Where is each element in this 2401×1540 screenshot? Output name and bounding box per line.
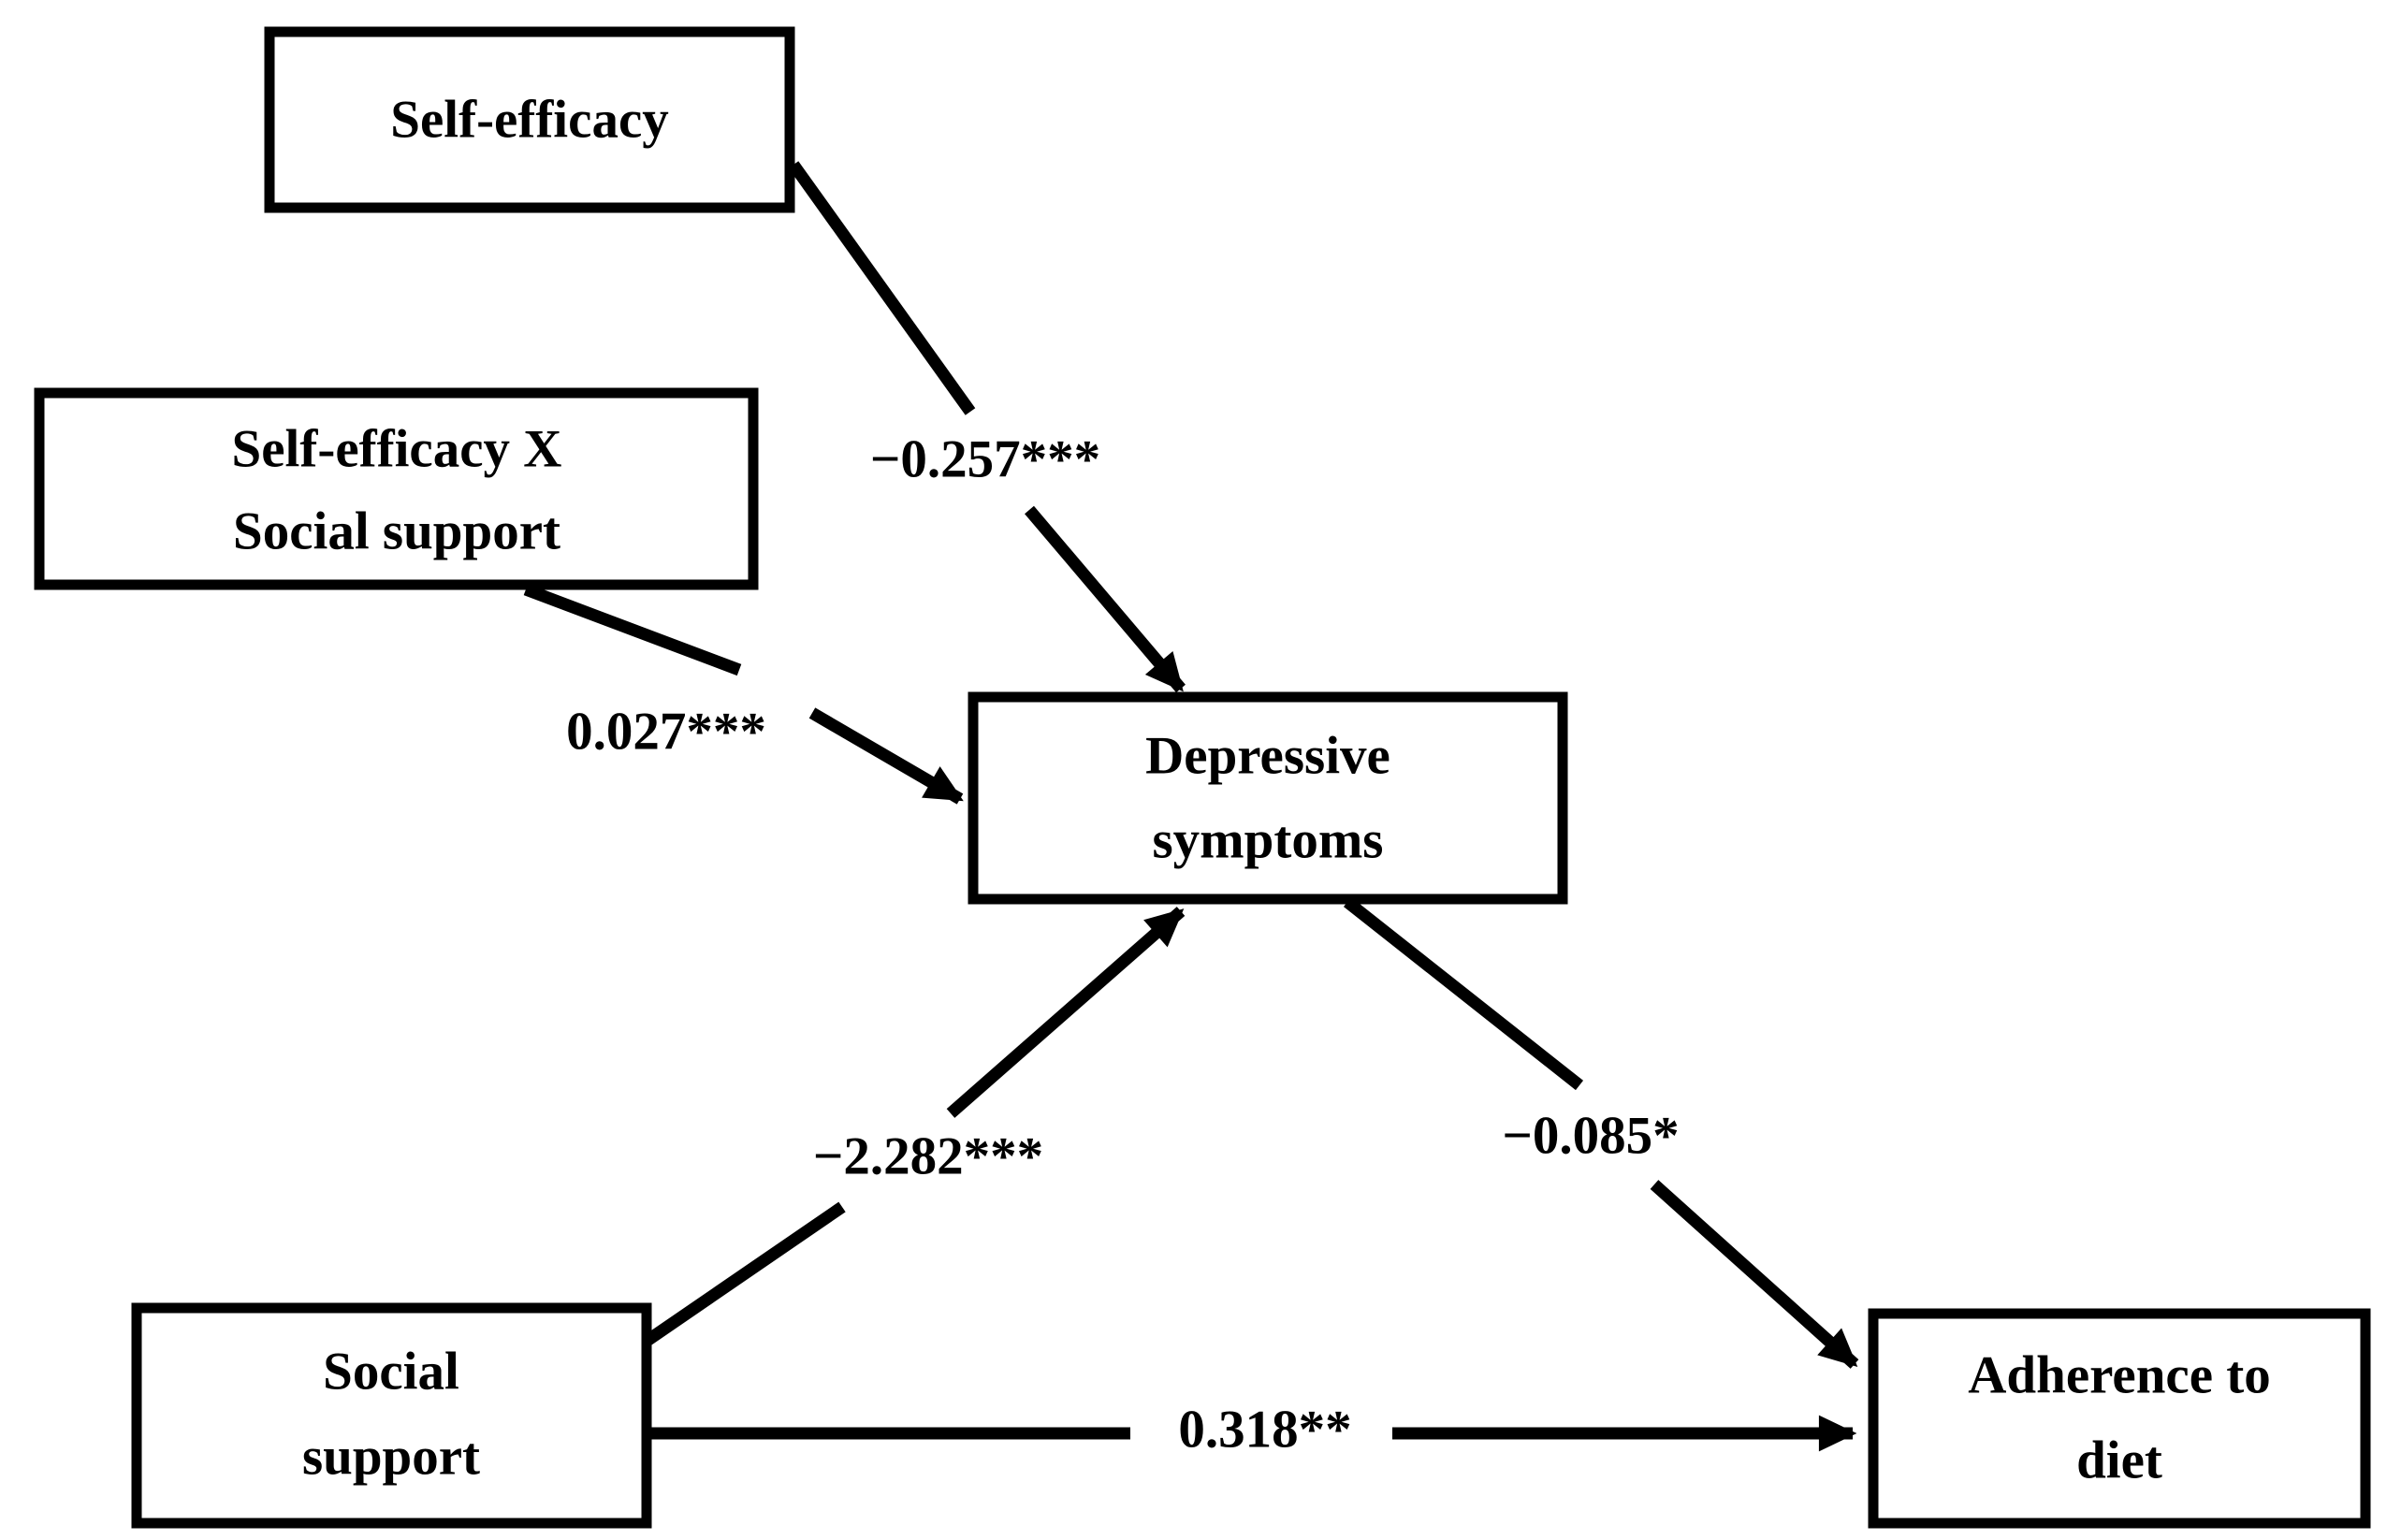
node-box-adherence-to-diet <box>1868 1308 2371 1529</box>
edge-coefficient-depressive-to-adherence: −0.085* <box>1502 1107 1679 1166</box>
arrow-interaction-to-depressive-seg1 <box>523 583 742 676</box>
node-label-adherence-to-diet-line2: diet <box>2076 1431 2162 1490</box>
edge-coefficient-social-support-to-adherence: 0.318** <box>1178 1401 1351 1460</box>
node-label-depressive-symptoms-line1: Depressive <box>1145 727 1390 786</box>
arrow-self-efficacy-to-depressive-seg1 <box>788 161 976 415</box>
node-box-depressive-symptoms <box>968 691 1568 905</box>
node-label-self-efficacy: Self-efficacy <box>390 91 669 150</box>
arrow-interaction-to-depressive-head <box>808 707 964 805</box>
node-label-interaction-line2: Social support <box>233 502 560 561</box>
node-label-interaction-line1: Self-efficacy X <box>232 420 562 479</box>
edge-coefficient-self-efficacy-to-depressive: −0.257*** <box>870 430 1100 489</box>
edge-coefficient-social-support-to-depressive: −2.282*** <box>813 1127 1043 1186</box>
arrow-depressive-to-adherence-head <box>1650 1180 1859 1369</box>
arrow-social-support-to-depressive-seg1 <box>645 1201 846 1345</box>
node-label-social-support-line2: support <box>302 1428 480 1487</box>
node-label-adherence-to-diet-line1: Adherence to <box>1968 1346 2270 1405</box>
node-box-interaction <box>34 387 759 590</box>
edge-coefficient-interaction-to-depressive: 0.027*** <box>566 703 766 762</box>
arrow-self-efficacy-to-depressive-head <box>1025 505 1186 693</box>
node-box-self-efficacy <box>264 26 795 213</box>
arrow-depressive-to-adherence-seg1 <box>1343 896 1584 1091</box>
node-label-social-support-line1: Social <box>323 1343 459 1402</box>
node-box-social-support <box>131 1302 652 1529</box>
node-label-depressive-symptoms-line2: symptoms <box>1152 811 1383 870</box>
arrow-social-support-to-depressive-head <box>946 907 1186 1118</box>
